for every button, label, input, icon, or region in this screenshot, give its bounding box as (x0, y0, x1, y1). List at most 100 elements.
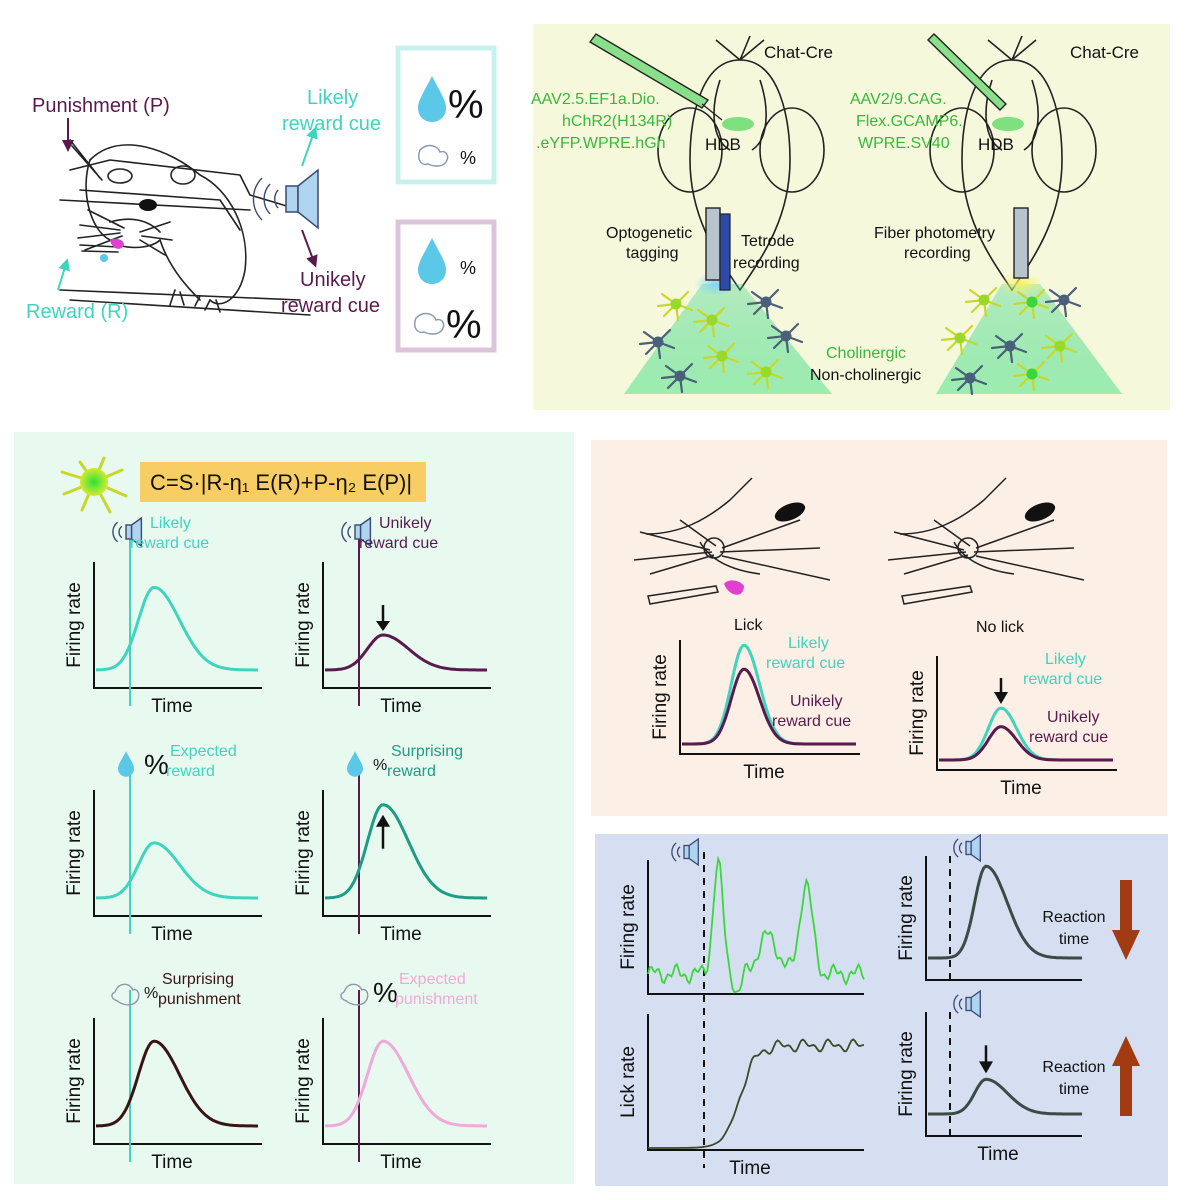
lick-rate-plot-axes (647, 1014, 864, 1151)
recording-field-left (624, 284, 832, 394)
neuron-icon (638, 328, 676, 360)
unlikely-cue-curve (939, 725, 1113, 762)
model-plot-p4-axes (322, 790, 491, 917)
neuron-soma (1058, 294, 1070, 306)
unlikely-cue-label-1: Unikely (790, 693, 842, 710)
increase-arrow-head (376, 814, 390, 827)
outcome-percent: % (144, 749, 169, 780)
model-plot-p1-y-label: Firing rate (64, 582, 85, 668)
firing-trace (647, 855, 865, 994)
cholinergic-neuron-icon (60, 456, 128, 514)
model-plot-p4-x-label: Time (380, 924, 422, 945)
model-plot-p4-y-label: Firing rate (293, 810, 314, 896)
model-plot-p3-x-label: Time (151, 924, 193, 945)
neuron-icon (656, 290, 694, 322)
speaker-wave (953, 838, 959, 858)
tetrode-left (719, 213, 731, 291)
speaker-wave (341, 521, 348, 543)
tetrode-line2: recording (733, 255, 800, 272)
lick-rate-plot-y-label: Lick rate (618, 1046, 639, 1118)
speaker-cone (970, 989, 981, 1019)
speaker-body (965, 996, 972, 1012)
fiber-firing-plot-axes (647, 860, 864, 995)
model-plot-p5-y-label: Firing rate (64, 1038, 85, 1124)
air-puff-icon (111, 983, 140, 1006)
speaker-icon (252, 168, 319, 230)
top-right-setup: Chat-Cre AAV2.5.EF1a.Dio. hChR2(H134R) .… (531, 33, 1139, 396)
neuron-soma (780, 330, 792, 342)
neuron-soma (978, 294, 990, 306)
syringe-right (927, 33, 1007, 111)
speaker-wave (112, 521, 119, 543)
opto-line1: Optogenetic (606, 225, 692, 242)
speaker-body (965, 840, 972, 856)
speaker-wave (958, 998, 963, 1010)
hdb-target-right (992, 117, 1024, 131)
lick-label: Lick (734, 617, 763, 634)
virus-left-line3: .eYFP.WPRE.hGh (536, 135, 666, 152)
speaker-cone (359, 516, 372, 548)
model-plot-p1-x-label: Time (151, 696, 193, 717)
water-drop-icon (118, 751, 134, 777)
lick-plot-2-axes (936, 656, 1117, 771)
non-cholinergic-label: Non-cholinergic (810, 367, 921, 384)
likely-outcome-box (395, 45, 497, 185)
model-plot-p6-axes (322, 1018, 491, 1145)
outcome-percent: % (144, 985, 158, 1002)
syringe-left (588, 33, 710, 109)
virus-left-line1: AAV2.5.EF1a.Dio. (531, 91, 660, 108)
optic-fiber-right (1013, 207, 1029, 279)
likely-reward-percent: % (448, 83, 484, 127)
neuron-soma (1054, 340, 1066, 352)
top-left-task: Punishment (P) Reward (R) Likely reward … (26, 45, 497, 353)
lick-plot-2-y-label: Firing rate (907, 670, 928, 756)
model-plot-p6-x-label: Time (380, 1152, 422, 1173)
unlikely-cue-line1: Unikely (300, 269, 366, 291)
fiber-line2: recording (904, 245, 971, 262)
neuron-soma (674, 370, 686, 382)
virus-right-line1: AAV2/9.CAG. (850, 91, 947, 108)
opto-line2: tagging (626, 245, 679, 262)
response-curve (325, 803, 487, 900)
mouse-eye (774, 502, 806, 522)
response-curve (928, 864, 1082, 960)
mouse-tongue (110, 238, 124, 249)
neuron-icon (692, 306, 730, 338)
speaker-cone (970, 833, 981, 863)
neuron-icon (702, 342, 740, 374)
air-puff-icon (413, 312, 445, 335)
neuron-icon (746, 288, 784, 320)
reaction-label-2: time (1059, 1081, 1089, 1098)
reaction-plot-2-y-label: Firing rate (896, 1031, 917, 1117)
neuron-icon (1040, 332, 1078, 364)
speaker-cone (130, 516, 143, 548)
model-plot-p5-x-label: Time (151, 1152, 193, 1173)
model-plot-p6-y-label: Firing rate (293, 1038, 314, 1124)
reward-label: Reward (R) (26, 301, 128, 323)
panel-mid-left (14, 432, 574, 1184)
model-plot-p3-y-label: Firing rate (64, 810, 85, 896)
mouse-snout-no-lick (887, 477, 1085, 605)
model-plot-p2-y-label: Firing rate (293, 582, 314, 668)
speaker-wave (953, 994, 959, 1014)
virus-right-line3: WPRE.SV40 (858, 135, 950, 152)
water-drop-icon (418, 238, 446, 284)
reaction-plot-1-y-label: Firing rate (896, 875, 917, 961)
response-curve (96, 585, 258, 672)
reaction-label-1: Reaction (1042, 1059, 1105, 1076)
decrease-arrow-head (994, 692, 1008, 704)
plot-label-line2: reward (387, 763, 436, 780)
speaker-wave (347, 525, 352, 539)
neuron-soma (652, 336, 664, 348)
reaction-label-2: time (1059, 931, 1089, 948)
outcome-percent: % (373, 977, 398, 1008)
likely-cue-label-2: reward cue (766, 655, 845, 672)
outcome-percent: % (373, 757, 387, 774)
likely-cue-label-2: reward cue (1023, 671, 1102, 688)
model-plot-p2-axes (322, 562, 491, 689)
